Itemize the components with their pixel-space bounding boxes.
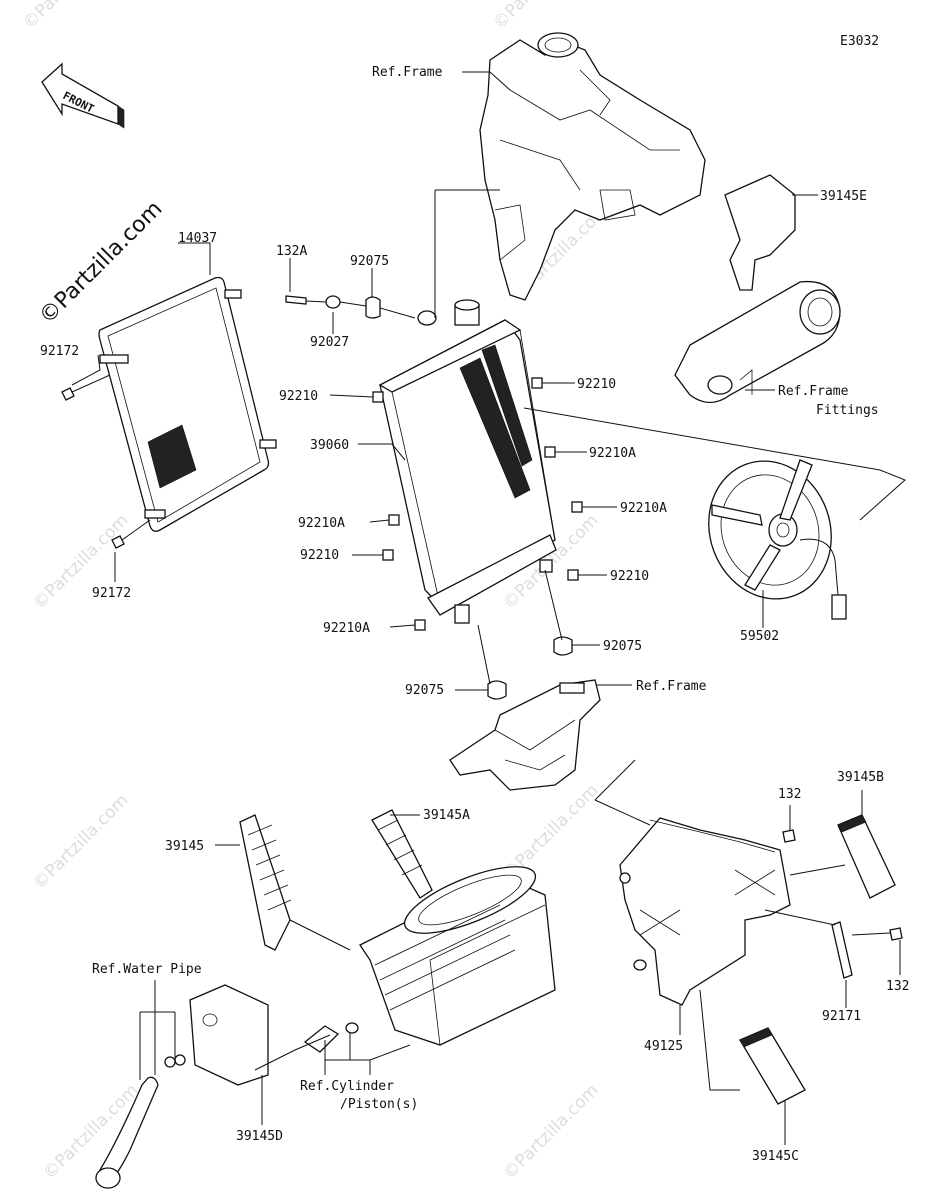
frame-fittings (674, 174, 841, 404)
cover-39145A (371, 809, 433, 899)
label-39145C: 39145C (752, 1149, 799, 1164)
label-39145E: 39145E (820, 189, 867, 204)
leader-lines (71, 71, 906, 1145)
label-92210A-l1: 92210A (298, 516, 345, 531)
clip-92210A-l1 (388, 514, 400, 526)
label-132-a: 132 (778, 787, 801, 802)
side-cover-49125 (619, 817, 791, 1006)
label-92210-r1: 92210 (577, 377, 616, 392)
diagram-code: E3032 (840, 34, 879, 49)
grommet-92075-right (553, 636, 573, 656)
part-labels: Ref.Frame 14037 132A 92075 92027 92172 9… (40, 65, 909, 1164)
label-92171: 92171 (822, 1009, 861, 1024)
cover-39145 (239, 814, 292, 951)
label-132A: 132A (276, 244, 307, 259)
label-39145D: 39145D (236, 1129, 283, 1144)
front-arrow: FRONT (41, 62, 125, 129)
label-59502: 59502 (740, 629, 779, 644)
watermark-8: ©Partzilla.com (499, 1080, 602, 1183)
clip-92210A-l2 (414, 619, 426, 631)
label-92027: 92027 (310, 335, 349, 350)
label-132-b: 132 (886, 979, 909, 994)
water-pipe (95, 1054, 186, 1189)
clip-92210-r2 (567, 569, 579, 581)
label-39145B: 39145B (837, 770, 884, 785)
label-49125: 49125 (644, 1039, 683, 1054)
watermark-1: ©Partzilla.com (19, 0, 122, 34)
radiator-screen (98, 276, 277, 532)
washer-92027 (325, 295, 341, 309)
label-ref-frame-fittings-1: Ref.Frame (778, 384, 849, 399)
cooling-fan (708, 459, 847, 620)
radiator (378, 299, 557, 624)
watermark-5: ©Partzilla.com (29, 790, 132, 893)
label-39145A: 39145A (423, 808, 470, 823)
label-14037: 14037 (178, 231, 217, 246)
bolt-132-a (782, 829, 796, 843)
label-92075-left: 92075 (405, 683, 444, 698)
frame-top (479, 32, 706, 301)
label-92075-top: 92075 (350, 254, 389, 269)
screw-92172-bottom (111, 535, 125, 549)
label-ref-cylinder-1: Ref.Cylinder (300, 1079, 394, 1094)
clip-92210-r1 (531, 377, 543, 389)
frame-lower-bracket (449, 679, 601, 791)
label-92210A-l2: 92210A (323, 621, 370, 636)
cylinder (359, 866, 556, 1046)
clip-92210-l2 (382, 549, 394, 561)
clip-92210A-r2 (571, 501, 583, 513)
label-92210-r2: 92210 (610, 569, 649, 584)
stay-92171 (831, 921, 853, 979)
clip-92210-l1 (372, 391, 384, 403)
bolt-132A (285, 295, 307, 305)
grommet-92075-left (487, 680, 507, 700)
label-92075-right: 92075 (603, 639, 642, 654)
label-92210A-r1: 92210A (589, 446, 636, 461)
label-ref-frame-top: Ref.Frame (372, 65, 443, 80)
label-92210A-r2: 92210A (620, 501, 667, 516)
label-92210-l1: 92210 (279, 389, 318, 404)
grommet-92075-top (365, 296, 381, 319)
bolt-132-b (889, 927, 903, 941)
clip-92210A-r1 (544, 446, 556, 458)
label-ref-cylinder-2: /Piston(s) (340, 1097, 418, 1112)
label-39060: 39060 (310, 438, 349, 453)
label-92210-l2: 92210 (300, 548, 339, 563)
screw-92172-top (61, 387, 75, 401)
label-92172-bottom: 92172 (92, 586, 131, 601)
label-ref-water-pipe: Ref.Water Pipe (92, 962, 202, 977)
label-ref-frame-mid: Ref.Frame (636, 679, 707, 694)
o-ring (345, 1022, 359, 1034)
watermark-2: ©Partzilla.com (489, 0, 592, 34)
label-ref-frame-fittings-2: Fittings (816, 403, 879, 418)
label-39145: 39145 (165, 839, 204, 854)
label-92172-top: 92172 (40, 344, 79, 359)
cover-39145D (189, 984, 269, 1086)
